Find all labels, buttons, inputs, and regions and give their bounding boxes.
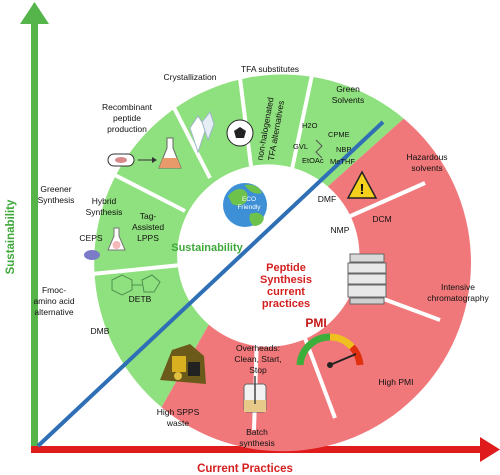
overheads-line-2: Clean, Start,	[234, 354, 281, 364]
y-axis-label: Sustainability	[5, 199, 17, 274]
eco-badge-line-2: Friendly	[237, 204, 261, 211]
batch-line-2: synthesis	[239, 438, 274, 448]
practices-line-1: Peptide	[266, 262, 306, 274]
high-pmi-label: High PMI	[379, 377, 414, 387]
fmoc-line-2: amino acid	[33, 296, 74, 306]
recombinant-line-3: production	[107, 124, 147, 134]
detb-label: DETB	[129, 294, 152, 304]
flask-icon	[158, 137, 182, 169]
solvent-cpme: CPME	[328, 130, 350, 139]
green-solvents-line-1: Green	[336, 84, 360, 94]
recombinant-line-1: Recombinant	[102, 102, 153, 112]
center-sustainability-label: Sustainability	[171, 242, 243, 254]
hazardous-line-2: solvents	[411, 163, 442, 173]
solvent-nbp: NBP	[336, 145, 351, 154]
overheads-label: Overheads: Clean, Start, Stop	[234, 343, 281, 375]
fmoc-line-1: Fmoc-	[42, 285, 66, 295]
solvent-dcm: DCM	[372, 214, 391, 224]
recombinant-line-2: peptide	[113, 113, 141, 123]
hybrid-line-2: Synthesis	[86, 207, 123, 217]
warning-icon: !	[346, 170, 378, 199]
chromatography-instrument-icon	[347, 253, 387, 305]
svg-text:!: !	[360, 181, 365, 198]
solvent-gvl: GVL	[293, 142, 308, 151]
hybrid-line-1: Hybrid	[92, 196, 117, 206]
practices-line-2: Synthesis	[260, 274, 312, 286]
solvent-nmp: NMP	[331, 225, 350, 235]
molecule-icon	[315, 139, 323, 159]
eco-badge-line-1: ECO	[242, 196, 256, 203]
solvent-etoac: EtOAc	[302, 156, 324, 165]
green-solvents-line-2: Solvents	[332, 95, 365, 105]
intensive-line-1: Intensive	[441, 282, 475, 292]
crystallization-label: Crystallization	[164, 72, 217, 82]
tag-lpps-line-3: LPPS	[137, 233, 159, 243]
intensive-line-2: chromatography	[427, 293, 489, 303]
solvent-dmf: DMF	[318, 194, 336, 204]
fmoc-label: Fmoc- amino acid alternative	[33, 285, 74, 317]
dmb-label: DMB	[91, 326, 110, 336]
center-disc	[181, 166, 349, 334]
recombinant-label: Recombinant peptide production	[102, 102, 153, 134]
pmi-gauge-icon	[296, 333, 364, 368]
reactor-icon	[243, 376, 267, 413]
hazardous-line-1: Hazardous	[406, 152, 447, 162]
spps-waste-line-1: High SPPS	[157, 407, 200, 417]
fmoc-line-3: alternative	[34, 307, 73, 317]
batch-line-1: Batch	[246, 427, 268, 437]
waste-pile-icon	[160, 344, 206, 384]
ceps-label: CEPS	[79, 233, 102, 243]
pmi-badge: PMI	[305, 316, 326, 330]
flask-small-icon	[107, 227, 126, 251]
bacteria-icon	[107, 153, 157, 167]
tfa-substitutes-label: TFA substitutes	[241, 64, 299, 74]
practices-line-3: current	[267, 286, 305, 298]
solvent-h2o: H2O	[302, 121, 318, 130]
tag-lpps-line-2: Assisted	[132, 222, 164, 232]
ring	[71, 69, 471, 452]
solvent-list: H2O CPME GVL NBP EtOAc MeTHF	[293, 121, 355, 166]
overheads-line-3: Stop	[249, 365, 267, 375]
greener-synthesis-line-2: Synthesis	[38, 195, 75, 205]
spps-waste-line-2: waste	[166, 418, 189, 428]
greener-synthesis-line-1: Greener	[40, 184, 71, 194]
tag-lpps-line-1: Tag-	[140, 211, 157, 221]
soccer-ball-icon	[226, 119, 254, 147]
overheads-line-1: Overheads:	[236, 343, 280, 353]
y-axis-arrow	[20, 2, 49, 450]
ceps-enzyme-icon	[84, 250, 100, 260]
x-axis-label: Current Practices	[197, 463, 293, 475]
solvent-methf: MeTHF	[330, 157, 355, 166]
eco-friendly-globe: ECO Friendly	[223, 183, 267, 227]
crystal-icon	[189, 110, 215, 154]
red-half-ring	[161, 118, 471, 452]
diagonal-divider	[36, 120, 385, 448]
practices-line-4: practices	[262, 298, 310, 310]
center-practices-label: Peptide Synthesis current practices	[260, 262, 312, 310]
chemical-structure-icon	[111, 274, 161, 296]
